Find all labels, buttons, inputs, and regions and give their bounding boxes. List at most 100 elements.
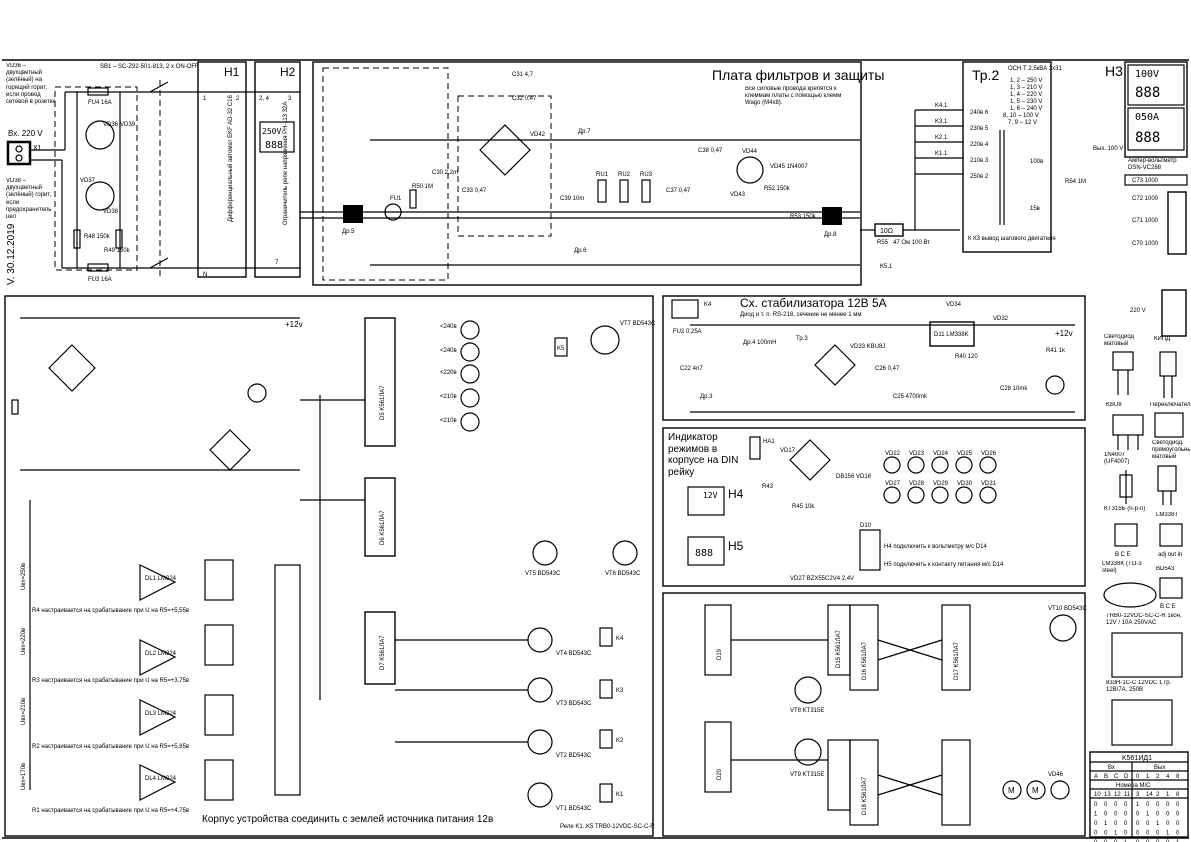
supply-label: +12v xyxy=(285,320,303,329)
tr2-tap: 1, 5 – 230 V xyxy=(1010,99,1042,105)
table-col-header: 0 xyxy=(1136,774,1140,780)
r55-value: 10Ω xyxy=(880,228,893,235)
tr2-spec: ОСН Т 2,5кВА 3х31 xyxy=(1008,66,1062,72)
logic-chip: D16 K561ЛА7 xyxy=(862,641,868,680)
led-label: <240в xyxy=(440,324,457,330)
chip-label: D6 K561ЛА7 xyxy=(380,510,386,545)
led-label: VD25 xyxy=(957,451,973,457)
relay-label: K4 xyxy=(616,636,624,642)
table-col-header: 8 xyxy=(1176,774,1180,780)
vd43-label: VD43 xyxy=(730,192,746,198)
relay-label: K1 xyxy=(616,792,624,798)
table-col-header: 2 xyxy=(1156,774,1160,780)
chip-label: D5 K561ЛА7 xyxy=(380,385,386,420)
tr2-tap: 8, 10 – 100 V xyxy=(1003,113,1039,119)
tr2-note: К К3 вывод шагового двигателя xyxy=(968,236,1056,242)
led-label: <220в xyxy=(440,370,457,376)
relay-contact: K2.1 xyxy=(935,135,948,141)
h2-pin7: 7 xyxy=(275,260,279,266)
transistor-label: VT4 BD543C xyxy=(556,651,592,657)
h3-ammeter: H3 100V 888 050A 888 Ампер-вольтметр DSN… xyxy=(1065,61,1188,255)
r53-label: R53 150k xyxy=(790,214,817,220)
k4-label: K4 xyxy=(704,302,712,308)
motor-icon xyxy=(1026,780,1046,800)
ground-caption: Корпус устройства соединить с землей ист… xyxy=(202,814,493,825)
legend-label: Переключатель xyxy=(1150,402,1191,408)
indicator-note2: Н5 подключить к контакту питания м/с D14 xyxy=(884,562,1004,568)
dr5-label: Др.5 xyxy=(342,229,355,235)
vd46-label: VD46 xyxy=(1048,772,1064,778)
transistors: VT1 BD543C VT2 BD543C VT3 BD543C VT4 BD5… xyxy=(525,321,656,812)
vt10-label: VT10 BD543C xyxy=(1048,606,1087,612)
motor-icon xyxy=(1002,780,1022,800)
h1-pin-n: N xyxy=(203,272,207,278)
tr2-secondary2: 15в xyxy=(1030,206,1040,212)
vd33-label: VD33 KBU8J xyxy=(850,344,885,350)
table-cell: 0 xyxy=(1176,802,1180,808)
table-cell: 0 xyxy=(1094,821,1098,827)
filter-board: Плата фильтров и защиты Все силовые пров… xyxy=(300,61,884,286)
table-pin: 1 xyxy=(1166,792,1170,798)
table-cell: 0 xyxy=(1166,821,1170,827)
led-label: <210в xyxy=(440,418,457,424)
dr6-label: Др.6 xyxy=(574,248,587,254)
fuse-fu3 xyxy=(87,263,109,272)
bridge-vd16 xyxy=(209,429,251,471)
c31-label: C31 4,7 xyxy=(512,72,534,78)
r4-note: R4 настраивается на срабатывание при U н… xyxy=(32,608,189,614)
opamp-label: DL4 LM324 xyxy=(145,776,177,782)
ru3-label: RU3 xyxy=(640,172,653,178)
tap-relays: K4.1 K3.1 K2.1 K1.1 xyxy=(935,103,948,157)
legend-label: KT315Б (n-p-n) xyxy=(1104,506,1146,512)
choke-dr8 xyxy=(822,207,842,225)
led-label: VD29 xyxy=(933,481,949,487)
chip-d5 xyxy=(364,317,396,447)
indicator-panel: Индикатор режимов в корпусе на DIN рейку… xyxy=(662,427,1086,587)
opamps: DL1 LM324 DL2 LM324 DL3 LM324 DL4 LM324 xyxy=(139,564,177,801)
table-cell: 0 xyxy=(1176,812,1180,818)
logic-chip: D15 K561ЛА7 xyxy=(836,629,842,668)
tr2-winding: 220в 4 xyxy=(970,142,989,148)
resistor-r49 xyxy=(115,229,123,249)
table-pins-header: Номера М/С xyxy=(1116,783,1151,789)
led-icon xyxy=(979,486,997,504)
c22-label: C22 4n7 xyxy=(680,366,703,372)
stabilizer-panel: Сх. стабилизатора 12В 5А Диод и т. п. RS… xyxy=(662,295,1086,421)
motor-label: M xyxy=(1032,786,1039,795)
table-cell: 0 xyxy=(1176,831,1180,837)
switch-sb1-b[interactable] xyxy=(149,257,169,269)
table-cell: 0 xyxy=(1124,831,1128,837)
switch-sb1[interactable] xyxy=(149,81,169,93)
table-cell: 0 xyxy=(1146,802,1150,808)
table-cell: 0 xyxy=(1156,831,1160,837)
r45-label: R45 10k xyxy=(792,504,815,510)
c25-label: C25 4700mk xyxy=(893,394,928,400)
indicator-leds: <240в <240в <220в <210в <210в xyxy=(440,320,480,432)
table-cell: 0 xyxy=(1146,821,1150,827)
relay-label: K3 xyxy=(616,688,624,694)
indicator-title: Индикатор режимов в корпусе на DIN рейку xyxy=(668,432,739,478)
chip-d6 xyxy=(364,477,396,557)
c28-label: C28 10mk xyxy=(1000,386,1028,392)
relay-label: K5 xyxy=(557,346,565,352)
table-cell: 0 xyxy=(1124,821,1128,827)
table-cell: 1 xyxy=(1104,821,1108,827)
tr2-winding: 250в 2 xyxy=(970,174,989,180)
table-pin: 8 xyxy=(1176,792,1180,798)
r2-note: R2 настраивается на срабатывание при U н… xyxy=(32,744,189,750)
output-socket-220 xyxy=(1161,289,1187,337)
h5-label: H5 xyxy=(728,539,744,553)
table-cell: 0 xyxy=(1104,802,1108,808)
table-cell: 0 xyxy=(1104,840,1108,842)
led-label: VD24 xyxy=(933,451,949,457)
d10-label: D10 xyxy=(860,523,872,529)
table-cell: 1 xyxy=(1176,840,1180,842)
tr2-tap: 1, 4 – 220 V xyxy=(1010,92,1042,98)
motor-label: M xyxy=(1008,786,1015,795)
input-level: Uвх=210в xyxy=(21,698,27,725)
legend-label: LM338T xyxy=(1156,512,1179,518)
version-label: V. 30.12.2019 xyxy=(6,223,17,285)
table-pin: 12 xyxy=(1114,792,1121,798)
vd44-label: VD44 xyxy=(742,149,758,155)
fuse-fu4 xyxy=(87,87,109,96)
